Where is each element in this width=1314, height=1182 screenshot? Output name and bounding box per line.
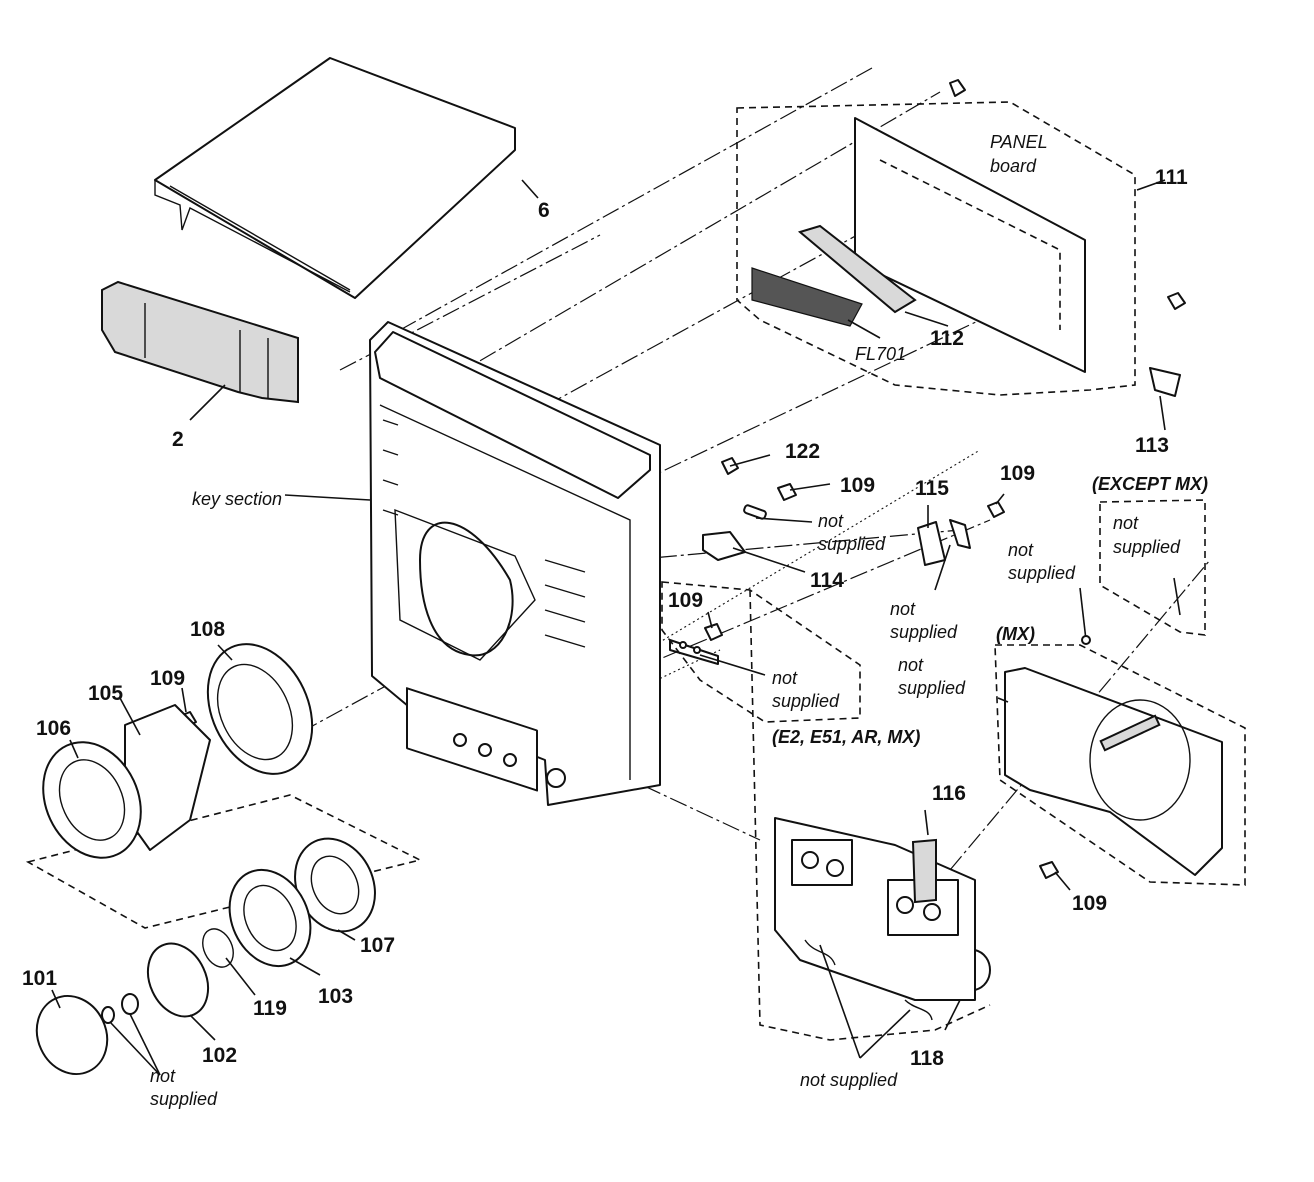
label-109-bottom: 109 — [1072, 892, 1107, 915]
note-ns6-a: not — [772, 668, 798, 688]
label-111: 111 — [1155, 166, 1188, 189]
note-not-supplied-bottom: not supplied — [800, 1070, 898, 1090]
panel-board-group — [736, 101, 1181, 431]
dashed-outlines — [661, 499, 1246, 1041]
bezel-strip-part — [101, 280, 299, 404]
label-119: 119 — [253, 997, 287, 1020]
cassette-mechanism-part — [774, 817, 991, 1021]
front-panel-unit — [369, 321, 661, 806]
note-mx: (MX) — [996, 624, 1035, 644]
note-regions: (E2, E51, AR, MX) — [772, 727, 920, 747]
note-ns4-a: not — [890, 599, 916, 619]
label-108: 108 — [190, 618, 225, 641]
label-6: 6 — [538, 199, 550, 222]
label-107: 107 — [360, 934, 395, 957]
note-except-mx: (EXCEPT MX) — [1092, 474, 1208, 494]
label-109-top: 109 — [840, 474, 875, 497]
part-numbers: 6 2 111 112 113 122 109 109 109 109 109 … — [22, 166, 1188, 1070]
label-113: 113 — [1135, 434, 1169, 457]
label-109-mid: 109 — [668, 589, 703, 612]
note-key-section: key section — [192, 489, 282, 509]
label-106: 106 — [36, 717, 71, 740]
note-fl701: FL701 — [855, 344, 906, 364]
note-ns5-b: supplied — [898, 678, 966, 698]
note-ns6-b: supplied — [772, 691, 840, 711]
label-109-right: 109 — [1000, 462, 1035, 485]
label-118: 118 — [910, 1047, 944, 1070]
mx-bracket-part — [1004, 667, 1223, 876]
label-105: 105 — [88, 682, 123, 705]
label-109-left: 109 — [150, 667, 185, 690]
label-116: 116 — [932, 782, 966, 805]
note-ns3-a: not — [1008, 540, 1034, 560]
note-panel: PANEL — [990, 132, 1048, 152]
note-ns3-b: supplied — [1008, 563, 1076, 583]
note-ns1-b: supplied — [818, 534, 886, 554]
annotations: PANEL board FL701 key section (EXCEPT MX… — [150, 132, 1208, 1109]
note-ns2-b: supplied — [1113, 537, 1181, 557]
label-115: 115 — [915, 477, 949, 500]
note-ns7-b: supplied — [150, 1089, 218, 1109]
note-ns4-b: supplied — [890, 622, 958, 642]
note-ns7-a: not — [150, 1066, 176, 1086]
label-2: 2 — [172, 428, 184, 451]
note-ns1-a: not — [818, 511, 844, 531]
label-102: 102 — [202, 1044, 237, 1067]
label-103: 103 — [318, 985, 353, 1008]
note-board: board — [990, 156, 1037, 176]
label-101: 101 — [22, 967, 57, 990]
knob-assembly — [25, 643, 423, 1075]
note-ns5-a: not — [898, 655, 924, 675]
label-112: 112 — [930, 327, 964, 350]
small-parts — [669, 504, 1181, 665]
leader-lines — [51, 179, 1166, 1076]
label-114: 114 — [810, 569, 844, 592]
note-ns2-a: not — [1113, 513, 1139, 533]
top-cover-part — [154, 57, 516, 299]
label-122: 122 — [785, 440, 820, 463]
